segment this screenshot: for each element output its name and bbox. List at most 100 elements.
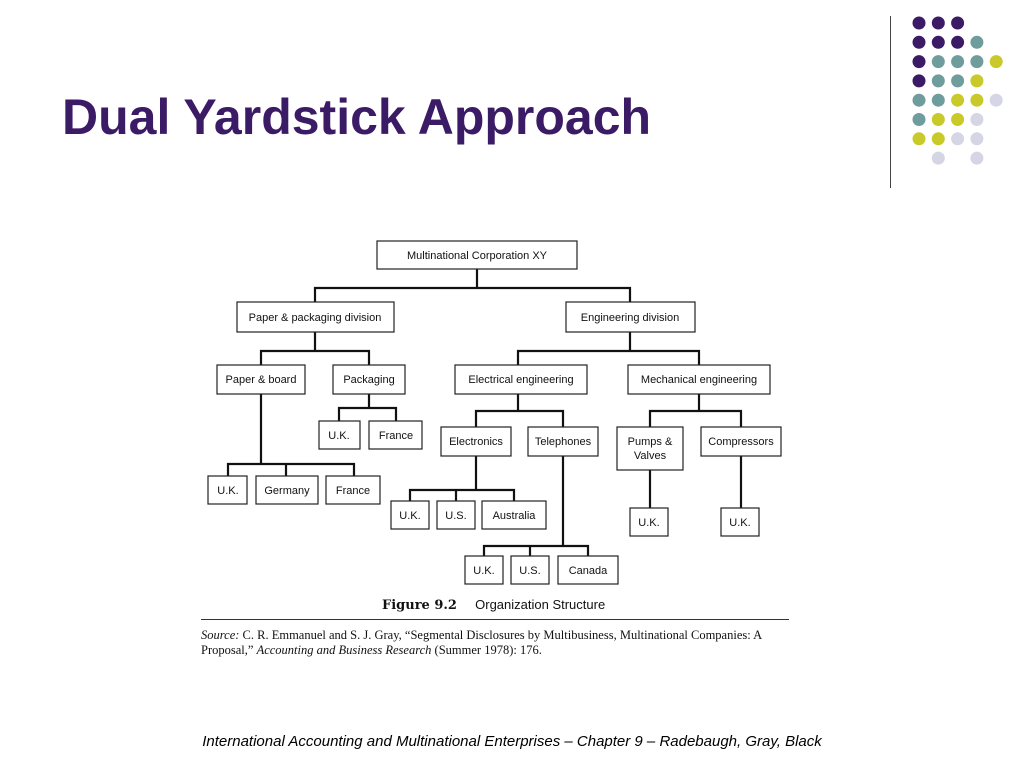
decorative-dot: [970, 132, 984, 146]
slide-title: Dual Yardstick Approach: [62, 89, 652, 145]
decorative-dot: [912, 74, 926, 88]
decorative-dot: [912, 35, 926, 49]
decorative-dot: [931, 35, 945, 49]
org-node-label: U.S.: [445, 510, 466, 522]
org-node-root: Multinational Corporation XY: [376, 240, 578, 270]
decorative-dot: [931, 151, 945, 165]
decorative-dot: [931, 16, 945, 30]
decorative-dot: [970, 74, 984, 88]
org-node-paper-board-uk: U.K.: [207, 475, 248, 505]
decorative-dot: [951, 35, 965, 49]
org-node-compressors: Compressors: [700, 426, 782, 457]
org-node-pumps-valves: Pumps & Valves: [616, 426, 684, 471]
org-node-paper-division: Paper & packaging division: [236, 301, 395, 333]
org-node-paper-board-germany: Germany: [255, 475, 319, 505]
connector-electrical: [474, 409, 565, 427]
org-node-electronics-australia: Australia: [481, 500, 547, 530]
decorative-dot: [912, 132, 926, 146]
org-node-label: Compressors: [708, 436, 774, 448]
decorative-dot: [951, 132, 965, 146]
org-node-electrical-engineering: Electrical engineering: [454, 364, 588, 395]
org-node-label: Australia: [493, 510, 537, 522]
caption-divider: [201, 619, 789, 620]
org-node-packaging: Packaging: [332, 364, 406, 395]
org-node-electronics-us: U.S.: [436, 500, 476, 530]
decorative-dot: [970, 93, 984, 107]
decorative-dot: [951, 74, 965, 88]
connector-paper-division: [259, 349, 371, 365]
org-node-label: Paper & board: [226, 374, 297, 386]
decorative-dot: [931, 93, 945, 107]
org-node-label: France: [379, 430, 413, 442]
decorative-dot: [970, 113, 984, 126]
org-node-pumps-uk: U.K.: [629, 507, 669, 537]
decorative-dot: [951, 16, 965, 30]
figure-name: Organization Structure: [475, 597, 606, 612]
org-node-label: Telephones: [535, 436, 592, 448]
org-node-label: U.K.: [729, 517, 750, 529]
org-node-label: Mechanical engineering: [641, 374, 757, 386]
org-node-paper-board-france: France: [325, 475, 381, 505]
org-node-telephones: Telephones: [527, 426, 599, 457]
slide-footer: International Accounting and Multination…: [202, 733, 822, 750]
decorative-dot: [970, 55, 984, 69]
connector-paper-board: [226, 462, 356, 476]
org-node-telephones-canada: Canada: [557, 555, 619, 585]
org-node-compressors-uk: U.K.: [720, 507, 760, 537]
org-node-label: Valves: [634, 450, 667, 462]
org-node-label: Engineering division: [581, 312, 679, 324]
org-node-telephones-us: U.S.: [510, 555, 550, 585]
decorative-dot: [912, 113, 926, 126]
org-node-label: U.K.: [638, 517, 659, 529]
org-node-label: France: [336, 485, 370, 497]
org-chart: Multinational Corporation XY Paper & pac…: [207, 240, 782, 585]
org-node-label: U.K.: [473, 565, 494, 577]
figure-number: Figure 9.2: [382, 598, 457, 613]
org-node-electronics: Electronics: [440, 426, 512, 457]
org-node-packaging-france: France: [368, 420, 423, 450]
decorative-dot: [970, 151, 984, 165]
source-text-2: (Summer 1978): 176.: [431, 643, 542, 657]
decorative-dot: [931, 74, 945, 88]
decorative-dot: [912, 55, 926, 69]
org-chart-connectors: [226, 269, 743, 556]
org-node-paper-board: Paper & board: [216, 364, 306, 395]
title-divider-line: [890, 16, 891, 188]
connector-mechanical: [648, 409, 743, 427]
org-node-label: U.K.: [399, 510, 420, 522]
org-node-label: Packaging: [343, 374, 394, 386]
source-note: Source: C. R. Emmanuel and S. J. Gray, “…: [201, 628, 793, 658]
decorative-dot: [989, 93, 1003, 107]
decorative-dot: [912, 16, 926, 30]
figure-caption: Figure 9.2 Organization Structure: [382, 597, 605, 613]
source-text-1: C. R. Emmanuel and S. J. Gray, “Segmenta…: [201, 628, 762, 657]
decorative-dot: [931, 55, 945, 69]
connector-packaging: [337, 406, 398, 421]
decorative-dot: [931, 132, 945, 146]
org-node-telephones-uk: U.K.: [464, 555, 504, 585]
org-node-label: Electrical engineering: [468, 374, 573, 386]
org-node-label: Canada: [569, 565, 608, 577]
decorative-dot: [931, 113, 945, 126]
source-label: Source:: [201, 628, 240, 642]
decorative-dot: [989, 55, 1003, 69]
connector-root-divisions: [313, 286, 632, 302]
org-node-engineering-division: Engineering division: [565, 301, 696, 333]
org-node-mechanical-engineering: Mechanical engineering: [627, 364, 771, 395]
decorative-dot: [970, 35, 984, 49]
org-node-electronics-uk: U.K.: [390, 500, 430, 530]
decorative-dot: [951, 93, 965, 107]
org-node-label: Electronics: [449, 436, 503, 448]
org-node-label: Paper & packaging division: [249, 312, 382, 324]
org-node-label: U.K.: [217, 485, 238, 497]
connector-telephones: [482, 544, 590, 556]
source-journal: Accounting and Business Research: [256, 643, 432, 657]
org-node-packaging-uk: U.K.: [318, 420, 361, 450]
org-node-label: U.S.: [519, 565, 540, 577]
org-node-label: Pumps &: [628, 436, 673, 448]
decorative-dot: [951, 113, 965, 126]
org-node-label: U.K.: [328, 430, 349, 442]
connector-engineering-division: [516, 349, 701, 365]
org-node-label: Germany: [264, 485, 310, 497]
decorative-dot: [912, 93, 926, 107]
